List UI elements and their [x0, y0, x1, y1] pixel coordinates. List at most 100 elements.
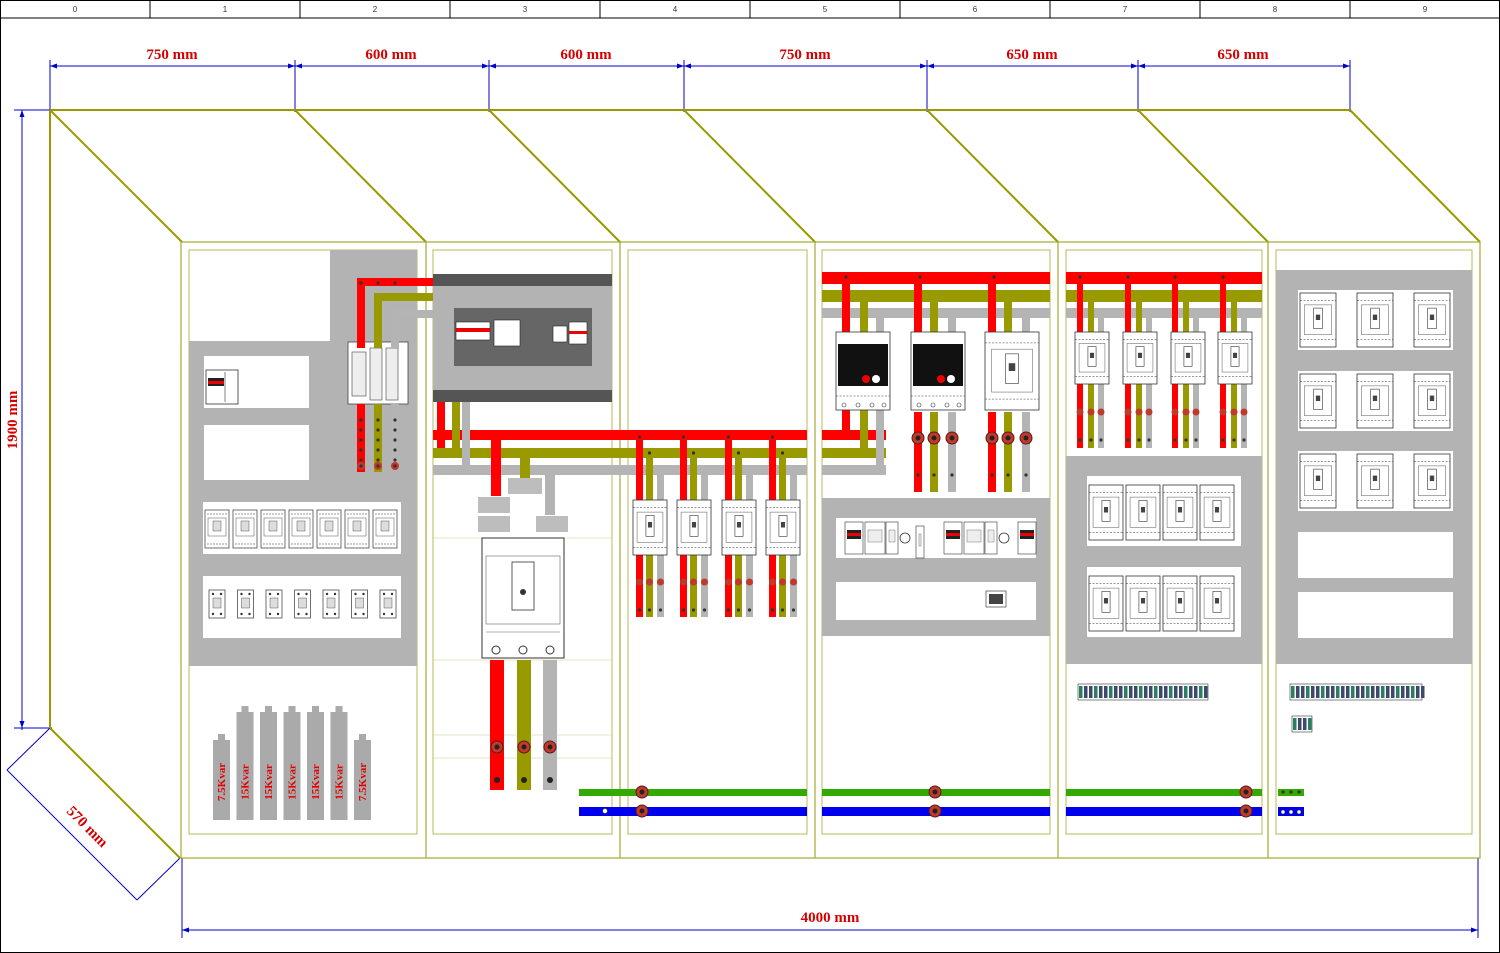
ruler-tick-label: 7 — [1123, 5, 1128, 14]
bolt-hole — [681, 435, 686, 439]
busbar — [374, 293, 433, 301]
busbar — [1077, 384, 1083, 448]
busbar — [1066, 272, 1262, 284]
busbar — [1004, 412, 1012, 492]
bolt-hole — [359, 464, 363, 468]
busbar — [746, 555, 753, 617]
capacitor-rating-label: 7.5Kvar — [216, 763, 228, 801]
busbar — [1172, 284, 1178, 334]
busbar — [701, 475, 708, 500]
terminal-strips — [1077, 683, 1425, 733]
mccb-breaker — [1088, 484, 1124, 541]
busbar — [1193, 384, 1199, 448]
mccb-breaker — [1199, 575, 1235, 632]
bolt-hole — [780, 451, 785, 455]
section-1-fuse-switch — [347, 341, 409, 405]
modular-device — [1017, 521, 1037, 555]
bolt-hole — [376, 281, 380, 285]
bolt-hole — [1173, 275, 1177, 279]
section-4-small-device — [985, 590, 1007, 608]
mccb-breaker — [765, 499, 801, 556]
busbar — [1146, 318, 1152, 334]
busbar — [1193, 318, 1199, 334]
modular-device — [984, 521, 998, 555]
busbar — [988, 412, 996, 492]
busbar — [914, 284, 922, 334]
bolt-hole — [726, 435, 731, 439]
busbar — [930, 302, 938, 334]
contactor — [344, 509, 370, 549]
busbar — [779, 458, 786, 500]
neutral-bar — [579, 807, 807, 816]
section-4-device-row — [844, 521, 1037, 559]
busbar — [1022, 412, 1030, 492]
capacitor-rating-label: 15Kvar — [310, 764, 322, 800]
busbar — [779, 555, 786, 617]
height-dim: 1900 mm — [5, 390, 21, 449]
busbar — [1022, 318, 1030, 334]
busbar — [636, 555, 643, 617]
busbar — [822, 430, 886, 440]
width-dim-6: 650 mm — [1217, 47, 1269, 63]
bolt-hole — [791, 608, 796, 612]
bolt-hole — [393, 428, 397, 432]
width-dim-4: 750 mm — [779, 47, 831, 63]
busbar — [790, 475, 797, 500]
busbar — [437, 402, 445, 448]
contactor — [288, 509, 314, 549]
capacitor-unit: 15Kvar — [260, 706, 277, 820]
busbar — [433, 448, 807, 458]
terminal-strip — [1289, 683, 1425, 701]
mccb-breaker — [632, 499, 668, 556]
busbar — [391, 404, 399, 472]
control-mcb — [205, 369, 239, 405]
busbar — [1241, 318, 1247, 334]
bolt-hole — [393, 281, 397, 285]
bolt-hole — [359, 448, 363, 452]
ruler-tick-label: 4 — [673, 5, 678, 14]
mccb-breaker — [1299, 373, 1337, 429]
bolt-hole — [918, 275, 922, 279]
busbar — [491, 440, 501, 496]
busbar — [1098, 318, 1104, 334]
ruler-tick-label: 8 — [1273, 5, 1278, 14]
busbar — [646, 555, 653, 617]
bolt-hole — [359, 281, 363, 285]
mccb-breaker — [1088, 575, 1124, 632]
mccb-breaker — [1356, 453, 1394, 509]
mccb-breaker — [721, 499, 757, 556]
busbar — [725, 440, 732, 500]
bolt-hole — [637, 608, 642, 612]
indicator-lamp — [899, 532, 911, 544]
bolt-hole — [747, 608, 752, 612]
busbar — [1172, 384, 1178, 448]
capacitor-contactor-row — [204, 509, 398, 549]
busbar — [725, 555, 732, 617]
busbar — [930, 412, 938, 492]
ruler-tick-label: 1 — [223, 5, 228, 14]
bolt-hole — [844, 275, 848, 279]
mccb-breaker — [1122, 331, 1158, 385]
mccb-breaker — [1125, 575, 1161, 632]
busbar — [914, 412, 922, 492]
busbar — [1241, 384, 1247, 448]
capacitor-unit: 15Kvar — [330, 706, 348, 820]
contactor — [316, 509, 342, 549]
busbar — [690, 555, 697, 617]
bolt-hole — [691, 451, 696, 455]
enclosure-frame — [49, 109, 1481, 859]
motorized-breaker — [835, 331, 891, 411]
busbar — [769, 555, 776, 617]
bolt-hole — [932, 473, 936, 477]
busbar — [948, 412, 956, 492]
mccb-breaker — [1162, 484, 1198, 541]
busbar — [357, 278, 365, 348]
bolt-hole — [359, 428, 363, 432]
capacitor-unit: 15Kvar — [236, 706, 254, 820]
busbar — [391, 310, 433, 318]
bolt-hole — [376, 464, 380, 468]
busbar — [657, 555, 664, 617]
